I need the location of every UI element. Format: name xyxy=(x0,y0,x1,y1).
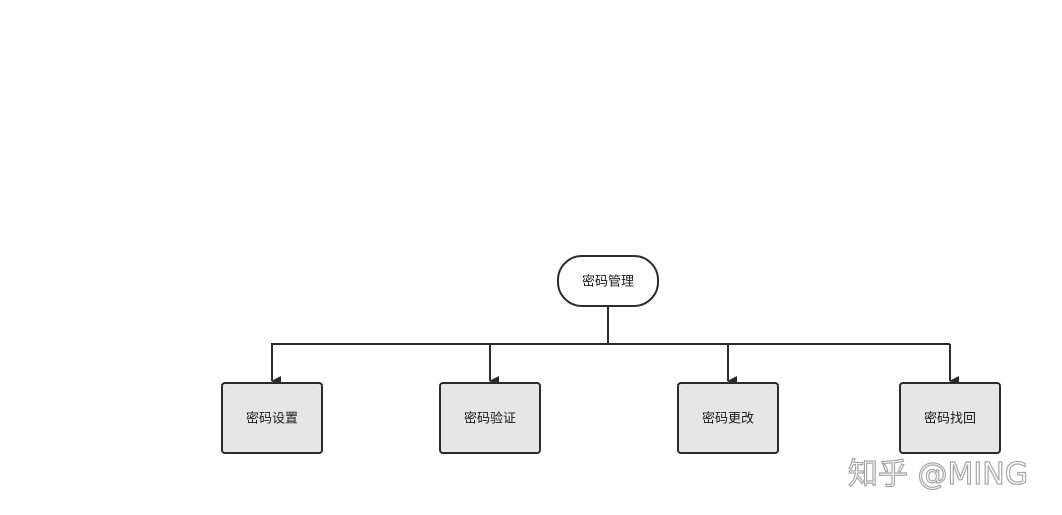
child-node-4: 密码找回 xyxy=(899,382,1001,454)
child-node-1-label: 密码设置 xyxy=(246,411,298,427)
watermark-text: 知乎 @MING xyxy=(847,456,1028,492)
child-node-1: 密码设置 xyxy=(221,382,323,454)
child-node-3-label: 密码更改 xyxy=(702,411,754,427)
root-node-label: 密码管理 xyxy=(582,274,634,290)
connectors xyxy=(271,306,959,386)
child-node-2-label: 密码验证 xyxy=(464,411,516,427)
child-node-4-shape xyxy=(899,382,1001,454)
child-node-2-shape xyxy=(439,382,541,454)
root-node: 密码管理 xyxy=(557,255,659,307)
child-node-4-label: 密码找回 xyxy=(924,411,976,427)
child-node-3: 密码更改 xyxy=(677,382,779,454)
child-node-1-shape xyxy=(221,382,323,454)
child-node-3-shape xyxy=(677,382,779,454)
child-node-2: 密码验证 xyxy=(439,382,541,454)
root-node-shape xyxy=(557,255,659,307)
